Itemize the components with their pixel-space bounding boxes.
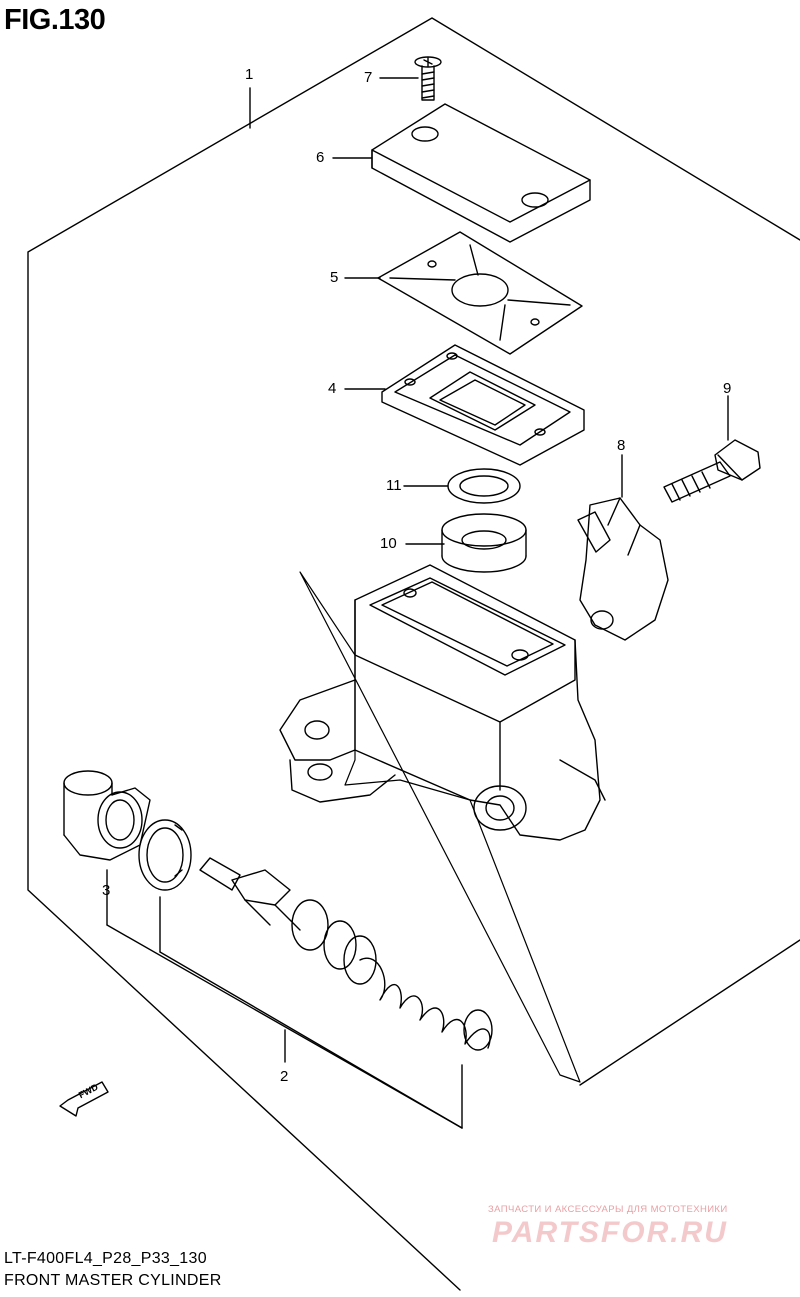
dust-boot-part-3 (64, 771, 150, 860)
figure-caption: FRONT MASTER CYLINDER (4, 1272, 222, 1289)
diaphragm-plate-part-5 (378, 232, 582, 354)
callout-10: 10 (380, 535, 397, 552)
watermark-logo: PARTSFOR.RU (492, 1216, 728, 1249)
reservoir-cap-part-6 (372, 104, 590, 242)
model-code: LT-F400FL4_P28_P33_130 (4, 1250, 207, 1267)
diaphragm-part-4 (382, 345, 584, 465)
fwd-direction-arrow (60, 1082, 108, 1116)
piston-spring-part-2 (200, 858, 492, 1050)
callout-8: 8 (617, 437, 626, 454)
boot-part-10 (442, 514, 526, 572)
watermark-tagline: ЗАПЧАСТИ И АКСЕССУАРЫ ДЛЯ МОТОТЕХНИКИ (488, 1204, 728, 1215)
callout-11: 11 (386, 477, 402, 494)
callout-2: 2 (280, 1068, 289, 1085)
callout-3: 3 (102, 882, 111, 899)
figure-title: FIG.130 (4, 4, 106, 36)
assembly-outline (28, 18, 800, 1290)
callout-7: 7 (364, 69, 373, 86)
callout-9: 9 (723, 380, 732, 397)
circlip (139, 820, 191, 890)
o-ring-part-11 (448, 469, 520, 503)
leader-lines (107, 78, 728, 1128)
callout-6: 6 (316, 149, 325, 166)
master-cylinder-body (280, 565, 605, 1082)
bolt-part-9 (664, 440, 760, 502)
clamp-part-8 (578, 498, 668, 640)
callout-5: 5 (330, 269, 339, 286)
callout-1: 1 (245, 66, 254, 83)
callout-4: 4 (328, 380, 337, 397)
screw-part-7 (415, 57, 441, 100)
